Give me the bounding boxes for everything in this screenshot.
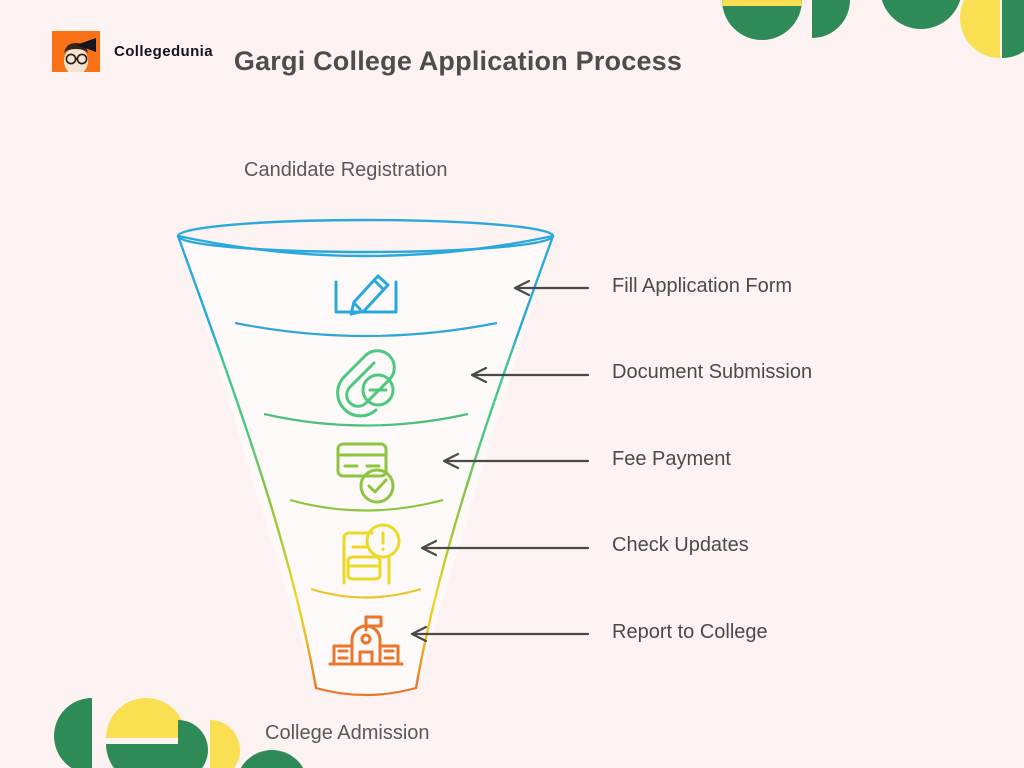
college-building-icon xyxy=(328,615,404,666)
step-label-fill-application-form: Fill Application Form xyxy=(612,275,793,297)
funnel-bottom-cap xyxy=(315,686,417,697)
funnel-divider-2 xyxy=(263,412,469,427)
funnel-top-caption: Candidate Registration xyxy=(244,159,448,181)
page-title: Gargi College Application Process xyxy=(0,46,1024,77)
arrow-fee-payment xyxy=(442,452,590,470)
arrow-document-submission xyxy=(470,366,590,384)
funnel-divider-1 xyxy=(234,321,498,338)
step-label-report-to-college: Report to College xyxy=(612,621,768,643)
step-label-check-updates: Check Updates xyxy=(612,534,749,556)
decoration-top-right xyxy=(722,0,1024,58)
funnel-divider-3 xyxy=(289,498,444,512)
funnel-body xyxy=(176,218,555,697)
arrow-check-updates xyxy=(420,539,590,557)
arrow-fill-application-form xyxy=(513,279,590,297)
funnel-bottom-caption: College Admission xyxy=(265,722,430,744)
step-label-fee-payment: Fee Payment xyxy=(612,448,731,470)
decoration-bottom-left xyxy=(54,698,304,768)
page-title-text: Gargi College Application Process xyxy=(233,46,683,76)
graduate-face-logo-icon xyxy=(52,31,100,72)
brand-name: Collegedunia xyxy=(114,43,213,60)
funnel-divider-4 xyxy=(310,587,422,599)
document-alert-icon xyxy=(342,523,401,585)
step-label-document-submission: Document Submission xyxy=(612,361,813,383)
paperclip-minus-icon xyxy=(336,349,396,418)
credit-card-check-icon xyxy=(336,442,395,504)
arrow-report-to-college xyxy=(410,625,590,643)
brand-logo[interactable]: Collegedunia xyxy=(52,31,213,72)
form-pencil-icon xyxy=(334,274,398,316)
arrow-group xyxy=(410,279,590,643)
